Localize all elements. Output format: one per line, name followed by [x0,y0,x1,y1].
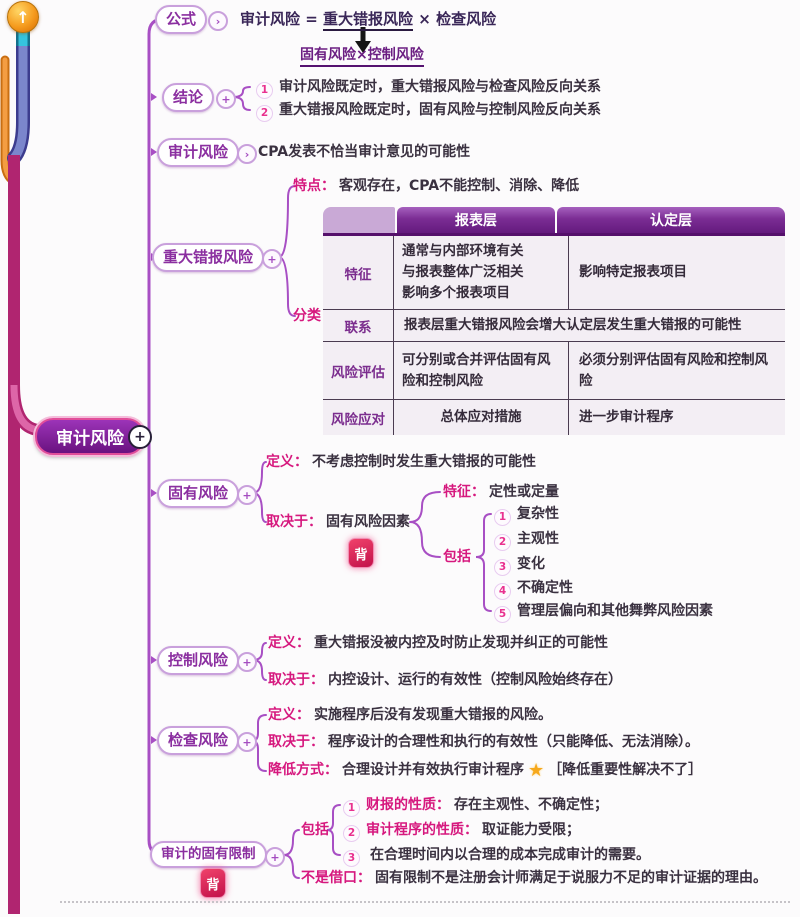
cell-line: 影响多个报表项目 [402,284,510,301]
trait-statement-cell: 通常与内部环境有关 与报表整体广泛相关 影响多个报表项目 [394,236,569,309]
mmr-feature: 特点：客观存在，CPA不能控制、消除、降低 [293,178,580,194]
detection-reduce: 降低方式：合理设计并有效执行审计程序★［降低重要性解决不了］ [268,760,703,781]
assess-assertion-cell: 必须分别评估固有风险和控制风险 [579,352,768,389]
node-detection-risk[interactable]: 检查风险 [157,726,240,755]
respond-statement-cell: 总体应对措施 [394,400,569,435]
expander-inherent-icon[interactable]: + [237,485,257,505]
node-inherent-risk[interactable]: 固有风险 [157,479,240,508]
cell-line: 通常与内部环境有关 [402,243,524,260]
header-assertion-level: 认定层 [557,207,785,233]
memorize-stamp: 背 [348,538,374,568]
node-conclusion[interactable]: 结论 [162,83,215,112]
expander-mmr-icon[interactable]: + [262,249,282,269]
expander-formula-icon[interactable]: › [208,11,228,31]
assess-statement-cell: 可分别或合并评估固有风险和控制风险 [394,342,569,399]
memorize-stamp: 背 [200,868,226,898]
expander-conclusion-icon[interactable]: + [216,89,236,109]
control-dependency: 取决于：内控设计、运行的有效性（控制风险始终存在） [268,672,622,688]
detection-definition: 定义：实施程序后没有发现重大错报的风险。 [268,707,552,723]
limitation-excuse: 不是借口：固有限制不是注册会计师满足于说服力不足的审计证据的理由。 [301,870,767,886]
expander-audit-risk-icon[interactable]: › [237,144,257,164]
control-definition: 定义：重大错报没被内控及时防止发现并纠正的可能性 [268,635,608,651]
inherent-trait: 特征：定性或定量 [443,484,559,500]
respond-assertion-cell: 进一步审计程序 [579,409,674,426]
table-row-respond: 风险应对 总体应对措施 进一步审计程序 [323,399,785,435]
inherent-definition: 定义：不考虑控制时发生重大错报的可能性 [266,454,536,470]
central-expander-icon[interactable]: + [128,425,152,449]
table-row-relation: 联系 报表层重大错报风险会增大认定层发生重大错报的可能性 [323,309,785,341]
inherent-dependency: 取决于：固有风险因素 [266,514,410,530]
table-body: 特征 通常与内部环境有关 与报表整体广泛相关 影响多个报表项目 影响特定报表项目… [323,233,785,435]
expander-detection-icon[interactable]: + [237,732,257,752]
table-corner-cell [323,207,395,233]
feature-label: 特点： [293,178,335,194]
node-formula[interactable]: 公式 [155,5,208,34]
formula-rhs: × 检查风险 [418,10,497,28]
row-label: 风险应对 [323,400,394,435]
row-label: 风险评估 [323,342,394,399]
node-audit-risk-def[interactable]: 审计风险 [157,138,240,167]
inherent-include-label: 包括 [443,549,471,565]
table-row-trait: 特征 通常与内部环境有关 与报表整体广泛相关 影响多个报表项目 影响特定报表项目 [323,236,785,309]
row-label: 特征 [323,236,394,309]
mmr-classify-label: 分类 [293,308,321,324]
expander-control-icon[interactable]: + [237,652,257,672]
central-node-audit-risk[interactable]: 审计风险 [35,418,145,455]
cell-line: 与报表整体广泛相关 [402,264,524,281]
audit-risk-definition: CPA发表不恰当审计意见的可能性 [258,144,471,160]
back-to-top-icon[interactable]: ↑ [7,1,39,33]
mmr-table: 报表层 认定层 特征 通常与内部环境有关 与报表整体广泛相关 影响多个报表项目 … [323,207,785,435]
formula-underlined-term: 重大错报风险 [323,10,414,31]
node-inherent-limitation[interactable]: 审计的固有限制 [150,841,267,868]
item-number: 2 [256,104,273,122]
header-statement-level: 报表层 [397,207,555,233]
formula-text: 审计风险 = 重大错报风险 × 检查风险 [240,8,497,31]
detection-dependency: 取决于：程序设计的合理性和执行的有效性（只能降低、无法消除）。 [268,734,699,750]
limitation-include-label: 包括 [301,822,329,838]
node-material-misstatement[interactable]: 重大错报风险 [152,243,265,272]
dotted-divider [60,901,790,903]
table-header-row: 报表层 认定层 [323,207,785,233]
formula-expansion: 固有风险×控制风险 [300,44,424,67]
formula-lhs: 审计风险 = [240,10,318,28]
node-control-risk[interactable]: 控制风险 [157,646,240,675]
item-number: 1 [256,81,273,99]
star-icon: ★ [528,760,545,781]
table-row-assess: 风险评估 可分别或合并评估固有风险和控制风险 必须分别评估固有风险和控制风险 [323,341,785,399]
relation-cell: 报表层重大错报风险会增大认定层发生重大错报的可能性 [404,317,742,334]
expander-limitation-icon[interactable]: + [265,847,285,867]
trait-assertion-cell: 影响特定报表项目 [579,264,687,281]
row-label: 联系 [323,310,394,341]
